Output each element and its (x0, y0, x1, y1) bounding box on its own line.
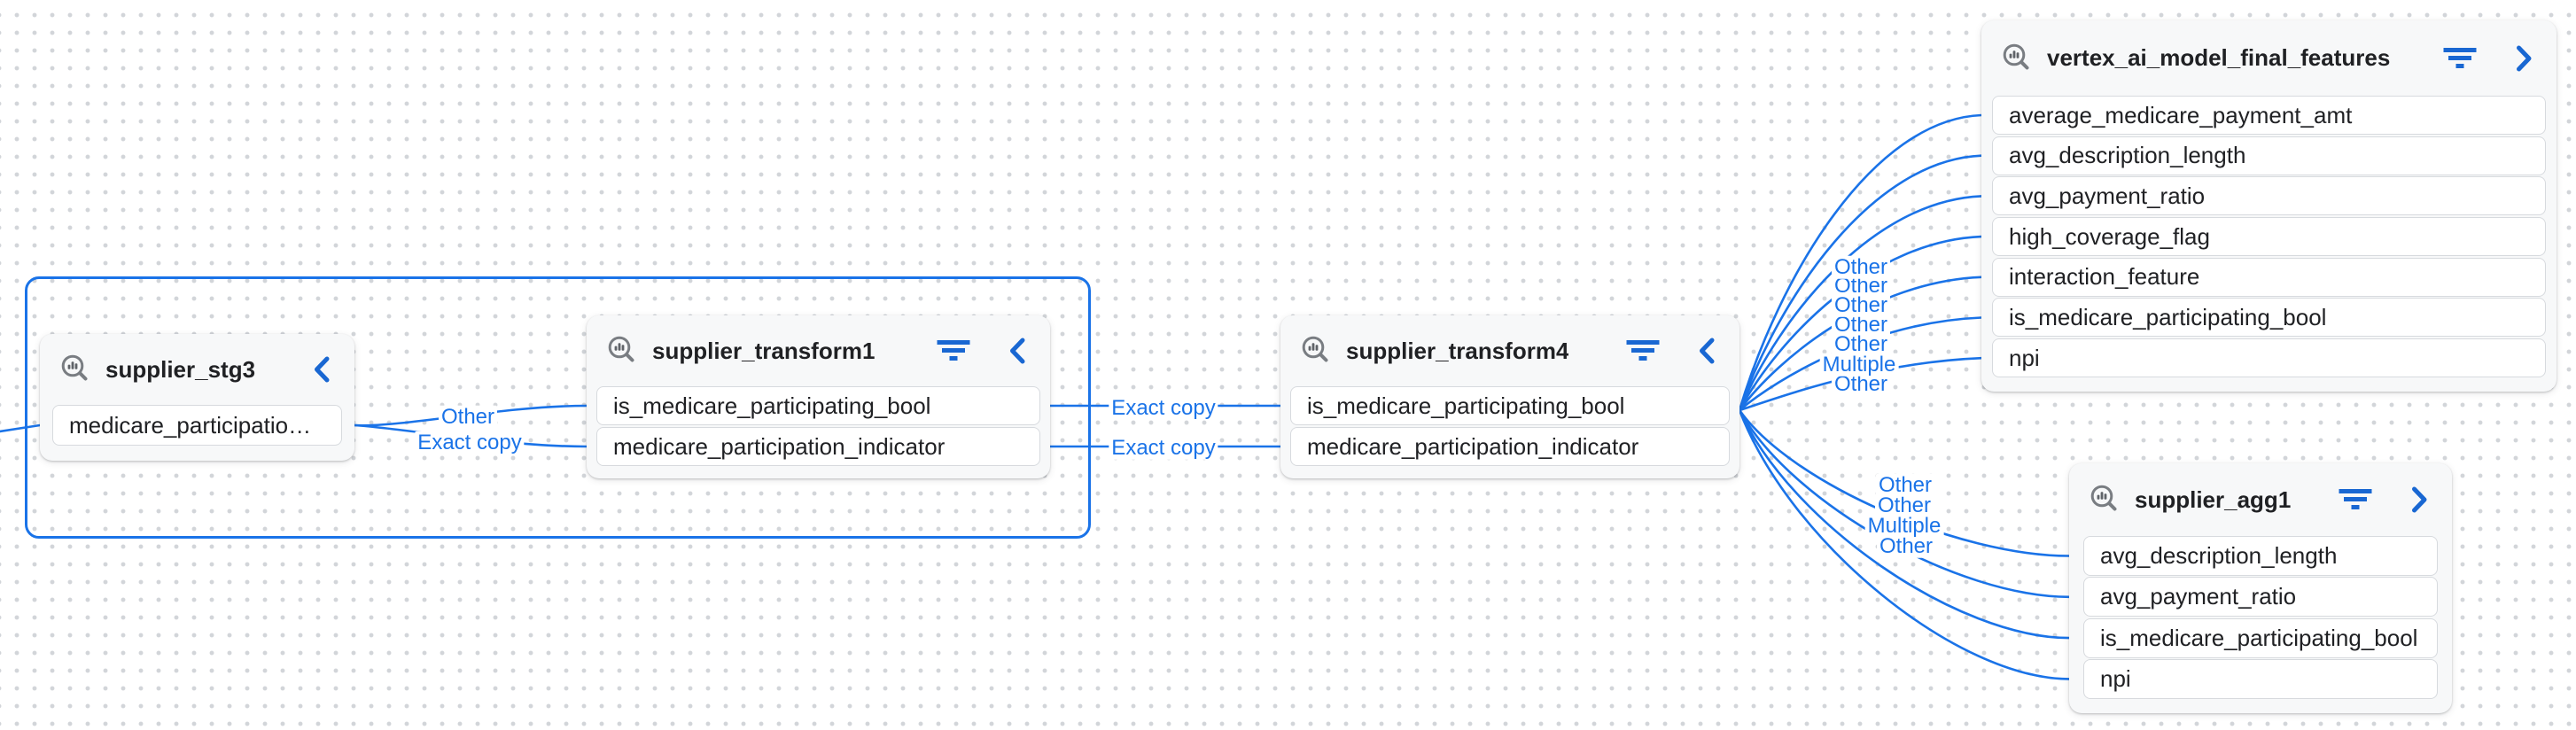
lineage-edge[interactable] (1738, 408, 2071, 640)
field-avg_description_length[interactable]: avg_description_length (1992, 136, 2546, 175)
edge-label[interactable]: Multiple (1864, 514, 1944, 539)
node-title: supplier_agg1 (2135, 485, 2292, 513)
lineage-search-chart-icon (61, 354, 88, 381)
filter-columns-icon[interactable] (1625, 339, 1661, 362)
field-medicare_participation_indicator[interactable]: medicare_participation_indicator (1290, 427, 1730, 466)
lineage-search-chart-icon (608, 336, 634, 362)
node-title: supplier_transform4 (1346, 337, 1569, 364)
edge-label[interactable]: Exact copy (415, 431, 525, 455)
node-title: supplier_transform1 (652, 337, 876, 364)
node-title: supplier_stg3 (105, 355, 256, 383)
collapse-chevron-icon[interactable] (1698, 338, 1716, 364)
lineage-node-supplier_transform4[interactable]: supplier_transform4 is_medicare_particip… (1280, 315, 1739, 478)
edge-label[interactable]: Multiple (1819, 353, 1899, 377)
lineage-node-supplier_stg3[interactable]: supplier_stg3 medicare_participatio… (40, 334, 354, 461)
collapse-chevron-icon[interactable] (313, 356, 331, 383)
expand-chevron-icon[interactable] (2515, 45, 2533, 72)
filter-columns-icon[interactable] (2442, 47, 2478, 70)
field-avg_description_length[interactable]: avg_description_length (2083, 536, 2438, 576)
filter-columns-icon[interactable] (2338, 488, 2373, 511)
edge-label[interactable]: Other (1831, 293, 1891, 318)
field-avg_payment_ratio[interactable]: avg_payment_ratio (2083, 577, 2438, 617)
edge-label[interactable]: Other (1831, 332, 1891, 357)
field-is_medicare_participating_bool[interactable]: is_medicare_participating_bool (1290, 386, 1730, 425)
field-average_medicare_payment_amt[interactable]: average_medicare_payment_amt (1992, 96, 2546, 135)
lineage-edge[interactable] (1738, 113, 1983, 412)
field-interaction_feature[interactable]: interaction_feature (1992, 257, 2546, 297)
node-title: vertex_ai_model_final_features (2047, 44, 2391, 71)
field-medicare_participatio…[interactable]: medicare_participatio… (52, 405, 342, 446)
lineage-search-chart-icon (1302, 336, 1328, 362)
field-npi[interactable]: npi (1992, 338, 2546, 378)
field-high_coverage_flag[interactable]: high_coverage_flag (1992, 217, 2546, 257)
collapse-chevron-icon[interactable] (1008, 338, 1027, 364)
edge-label[interactable]: Other (1876, 534, 1936, 559)
expand-chevron-icon[interactable] (2410, 486, 2429, 513)
selection-outline (25, 276, 1091, 539)
lineage-search-chart-icon (2003, 43, 2029, 69)
lineage-edge[interactable] (1738, 154, 1983, 412)
edge-label[interactable]: Other (1874, 493, 1934, 518)
field-is_medicare_participating_bool[interactable]: is_medicare_participating_bool (1992, 298, 2546, 338)
filter-columns-icon[interactable] (936, 339, 971, 362)
edge-label[interactable]: Other (1875, 473, 1935, 498)
lineage-node-vertex_ai_model_final_features[interactable]: vertex_ai_model_final_features average_m… (1981, 20, 2557, 392)
lineage-node-supplier_transform1[interactable]: supplier_transform1 is_medicare_particip… (587, 315, 1050, 478)
edge-label[interactable]: Exact copy (1109, 436, 1218, 461)
edge-label[interactable]: Other (1831, 255, 1891, 280)
field-is_medicare_participating_bool[interactable]: is_medicare_participating_bool (596, 386, 1040, 425)
edge-label[interactable]: Other (438, 405, 498, 430)
field-npi[interactable]: npi (2083, 658, 2438, 699)
field-is_medicare_participating_bool[interactable]: is_medicare_participating_bool (2083, 617, 2438, 658)
field-medicare_participation_indicator[interactable]: medicare_participation_indicator (596, 427, 1040, 466)
lineage-edge[interactable] (0, 423, 42, 433)
lineage-edge[interactable] (1738, 408, 2071, 680)
lineage-search-chart-icon (2090, 485, 2117, 511)
edge-label[interactable]: Exact copy (1109, 396, 1218, 421)
field-avg_payment_ratio[interactable]: avg_payment_ratio (1992, 176, 2546, 216)
